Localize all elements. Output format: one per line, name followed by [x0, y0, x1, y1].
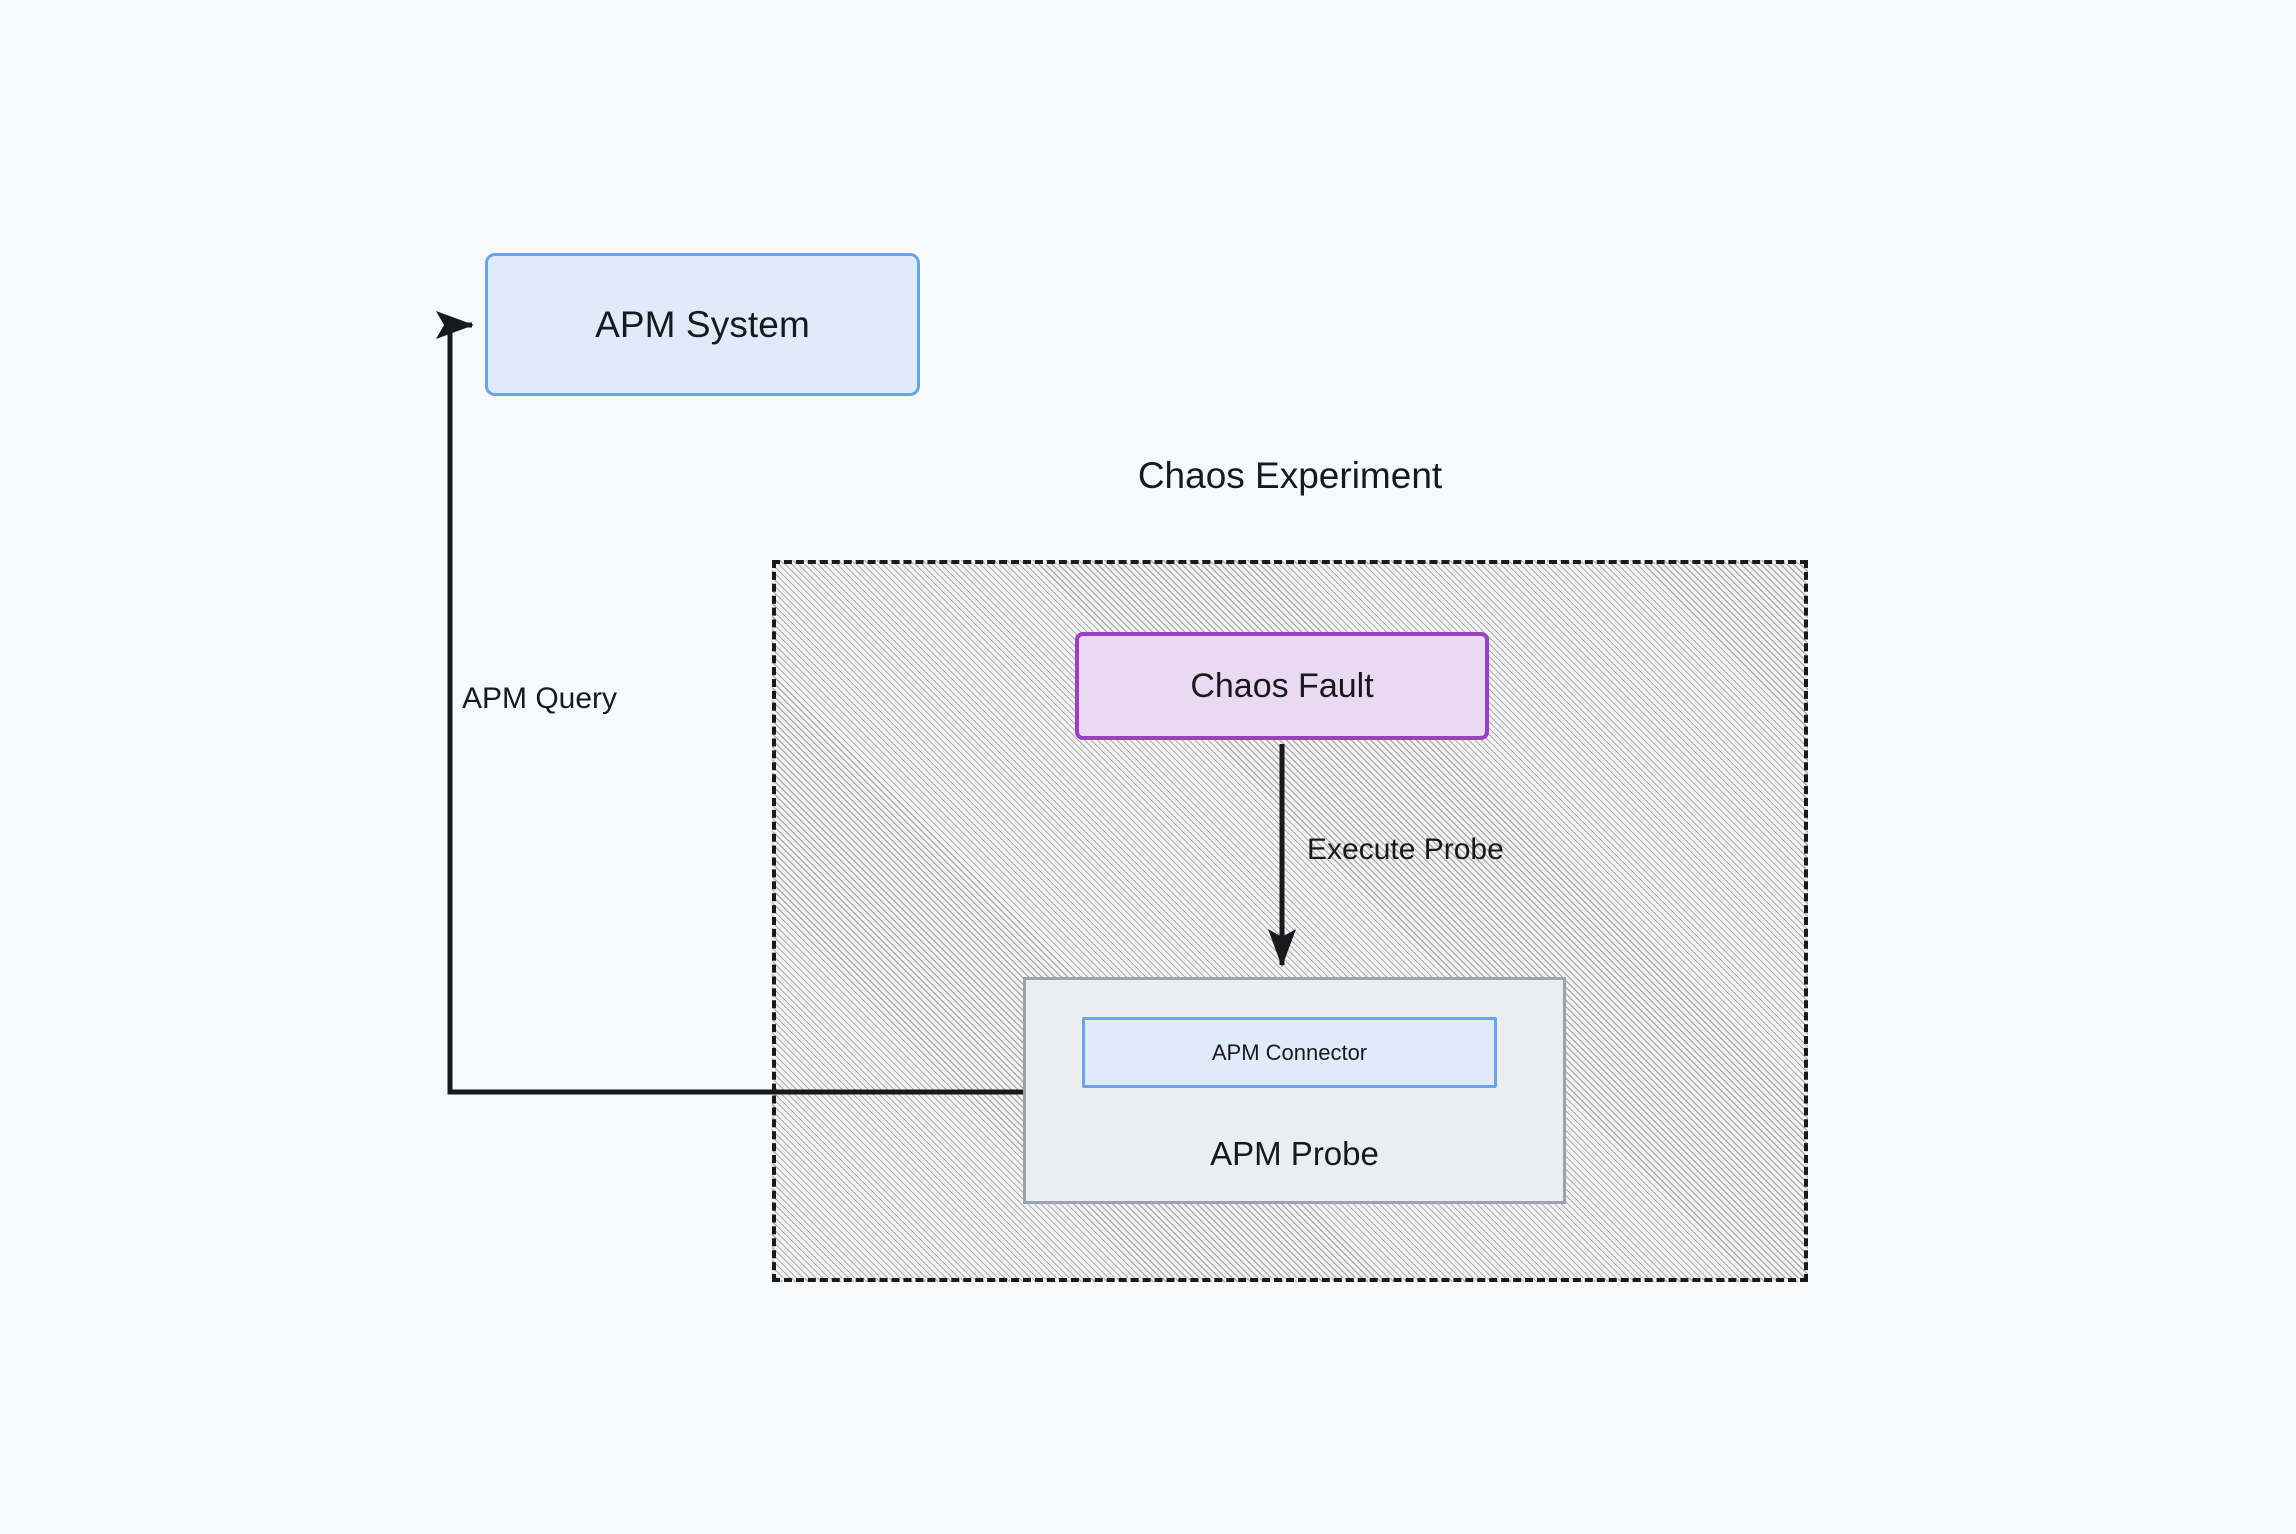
node-chaos-fault-label: Chaos Fault	[1190, 666, 1374, 705]
node-apm-system-label: APM System	[595, 303, 810, 345]
chaos-experiment-group-title: Chaos Experiment	[1137, 455, 1443, 496]
node-apm-probe[interactable]: APM Probe	[1023, 977, 1566, 1204]
node-apm-probe-label: APM Probe	[1210, 1135, 1379, 1172]
edge-label-execute-probe: Execute Probe	[1307, 833, 1504, 866]
edge-label-apm-query: APM Query	[462, 682, 618, 715]
node-apm-connector-label: APM Connector	[1211, 1039, 1368, 1065]
node-apm-connector[interactable]: APM Connector	[1082, 1017, 1497, 1088]
node-apm-system[interactable]: APM System	[485, 253, 920, 396]
node-chaos-fault[interactable]: Chaos Fault	[1075, 632, 1489, 740]
